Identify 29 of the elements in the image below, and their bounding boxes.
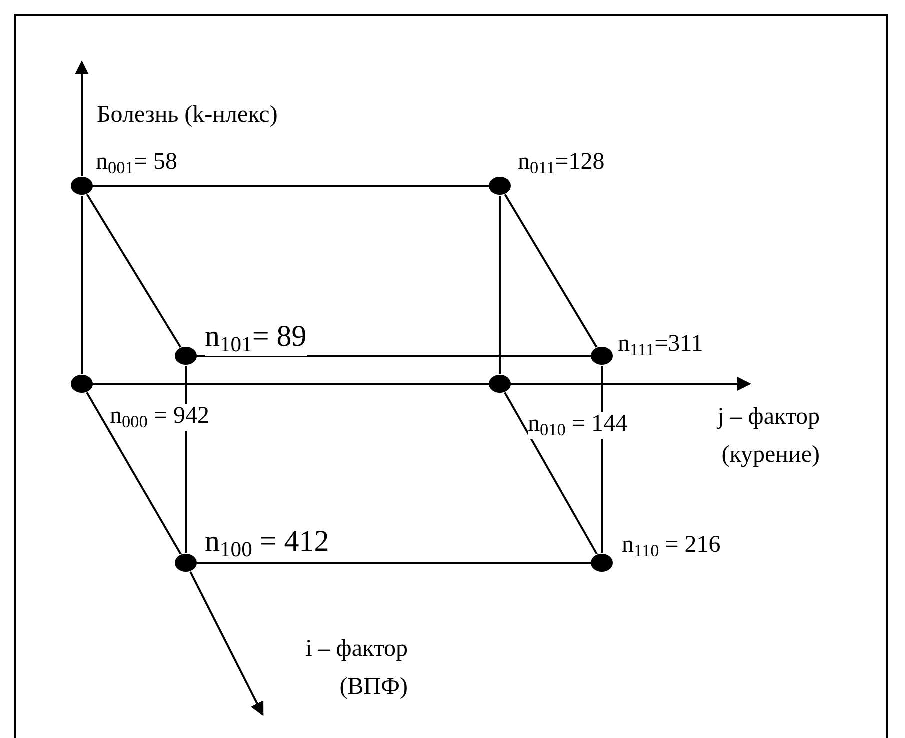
axis-arrow <box>190 571 264 716</box>
axis-label: Болезнь (k-нлекс) <box>97 101 279 130</box>
connector-line <box>499 196 501 374</box>
cell-count-label: n$_{001}$= 58 <box>96 150 178 177</box>
axis-label: i – фактор (ВПФ) <box>304 635 408 702</box>
connector-line <box>86 194 182 348</box>
point-dot <box>71 375 93 393</box>
cell-count-label: n$_{010}$ = 144 <box>528 412 628 439</box>
point-dot <box>71 177 93 195</box>
connector-line <box>81 196 83 374</box>
cell-count-label: n$_{110}$ = 216 <box>622 533 721 560</box>
point-dot <box>175 554 197 572</box>
point-dot <box>489 375 511 393</box>
connector-line <box>92 185 490 187</box>
cell-count-label: n$_{000}$ = 942 <box>110 404 210 431</box>
connector-line <box>86 392 182 555</box>
connector-line <box>196 562 592 564</box>
cell-count-label: n$_{011}$=128 <box>518 150 605 177</box>
axis-arrow <box>510 377 752 391</box>
point-dot <box>175 347 197 365</box>
connector-line <box>196 355 592 357</box>
connector-line <box>92 383 490 385</box>
axis-label: j – фактор (курение) <box>716 403 820 470</box>
connector-line <box>504 194 598 348</box>
point-dot <box>591 554 613 572</box>
point-dot <box>591 347 613 365</box>
axis-arrow <box>75 60 89 176</box>
point-dot <box>489 177 511 195</box>
connector-line <box>504 392 598 555</box>
